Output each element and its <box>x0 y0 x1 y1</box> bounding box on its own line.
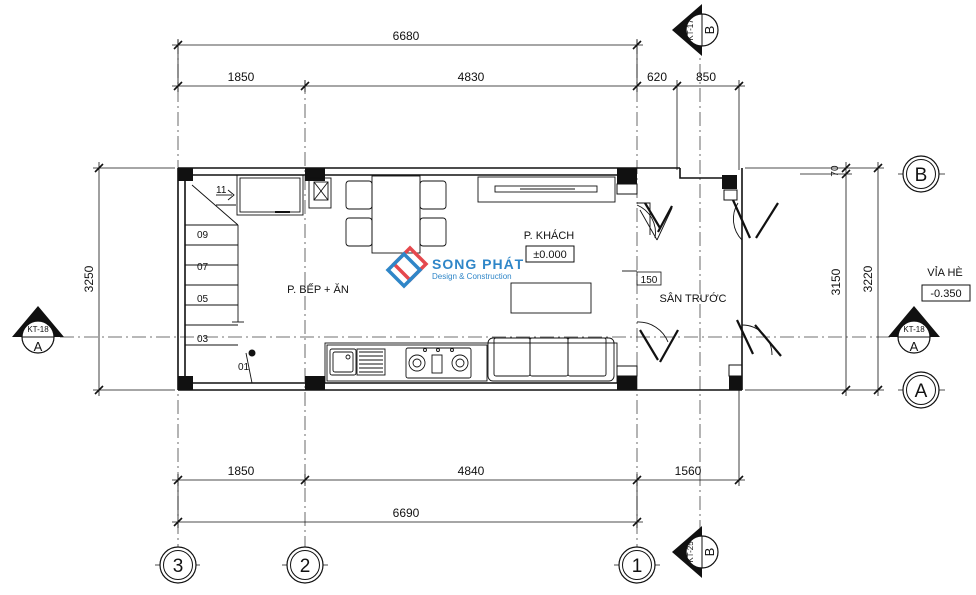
living-level-box <box>525 245 575 263</box>
section-right-ref: KT-18 <box>903 325 925 334</box>
dim-bottom-right: 1560 <box>675 464 702 478</box>
dim-top-total: 6680 <box>393 29 420 43</box>
stair-step-11: 11 <box>216 185 227 196</box>
dimension-ticks <box>94 40 883 527</box>
stair-step-05: 05 <box>197 294 209 305</box>
stair-step-07: 07 <box>197 262 209 273</box>
section-marker-right: KT-18 A <box>888 306 940 354</box>
grid-label-3: 3 <box>173 556 184 577</box>
doors <box>636 199 782 363</box>
room-kitchen-label: P. BẾP + ĂN <box>287 283 349 296</box>
grid-bubble-2: 2 <box>282 546 328 584</box>
dim-bottom-left: 1850 <box>228 464 255 478</box>
stair-post-icon <box>248 349 256 357</box>
section-marker-top: KT-17 B <box>672 4 719 56</box>
dim-left-height: 3250 <box>82 265 96 292</box>
section-bottom-ref: KT-25 <box>686 541 695 563</box>
column-outlines <box>616 183 743 377</box>
dim-top-left: 1850 <box>228 70 255 84</box>
living-level: ±0.000 <box>533 249 567 261</box>
section-top-letter: B <box>702 26 717 35</box>
grid-label-a: A <box>915 381 928 402</box>
stair-step-03: 03 <box>197 334 209 345</box>
room-front-yard-label: SÂN TRƯỚC <box>660 292 727 305</box>
watermark-logo <box>385 245 429 289</box>
grid-bubble-b: B <box>898 155 945 193</box>
dim-bottom-mid: 4840 <box>458 464 485 478</box>
stair-step-01: 01 <box>238 362 250 373</box>
room-living-label: P. KHÁCH <box>524 229 575 242</box>
step-label-box <box>636 271 662 286</box>
dim-right-b: 3150 <box>829 268 843 295</box>
grid-bubble-a: A <box>898 371 945 409</box>
dim-top-r1: 620 <box>647 70 667 84</box>
grid-bubble-1: 1 <box>614 546 660 584</box>
grid-bubble-3: 3 <box>155 546 200 584</box>
section-left-ref: KT-18 <box>27 325 49 334</box>
kitchen-fixtures <box>236 174 637 384</box>
step-label: 150 <box>641 275 658 286</box>
watermark-tagline: Design & Construction <box>432 272 512 281</box>
grid-label-2: 2 <box>300 556 311 577</box>
dim-top-r2: 850 <box>696 70 716 84</box>
sidewalk-label: VỈA HÈ <box>927 266 962 279</box>
section-bottom-letter: B <box>702 548 717 557</box>
dimension-lines <box>93 39 884 528</box>
section-marker-left: KT-18 A <box>12 306 64 354</box>
sidewalk-level-box <box>921 284 971 302</box>
grid-label-1: 1 <box>632 556 643 577</box>
section-left-letter: A <box>34 339 43 354</box>
watermark-name: SONG PHÁT <box>432 256 524 272</box>
dim-right-a: 70 <box>830 165 841 177</box>
staircase <box>185 184 253 384</box>
sidewalk-level: -0.350 <box>930 288 961 300</box>
section-marker-bottom: KT-25 B <box>672 526 719 578</box>
dim-right-c: 3220 <box>861 265 875 292</box>
grid-label-b: B <box>915 165 928 186</box>
stair-step-09: 09 <box>197 230 209 241</box>
dim-bottom-total: 6690 <box>393 506 420 520</box>
dim-top-mid: 4830 <box>458 70 485 84</box>
section-right-letter: A <box>910 339 919 354</box>
section-top-ref: KT-17 <box>686 19 695 41</box>
